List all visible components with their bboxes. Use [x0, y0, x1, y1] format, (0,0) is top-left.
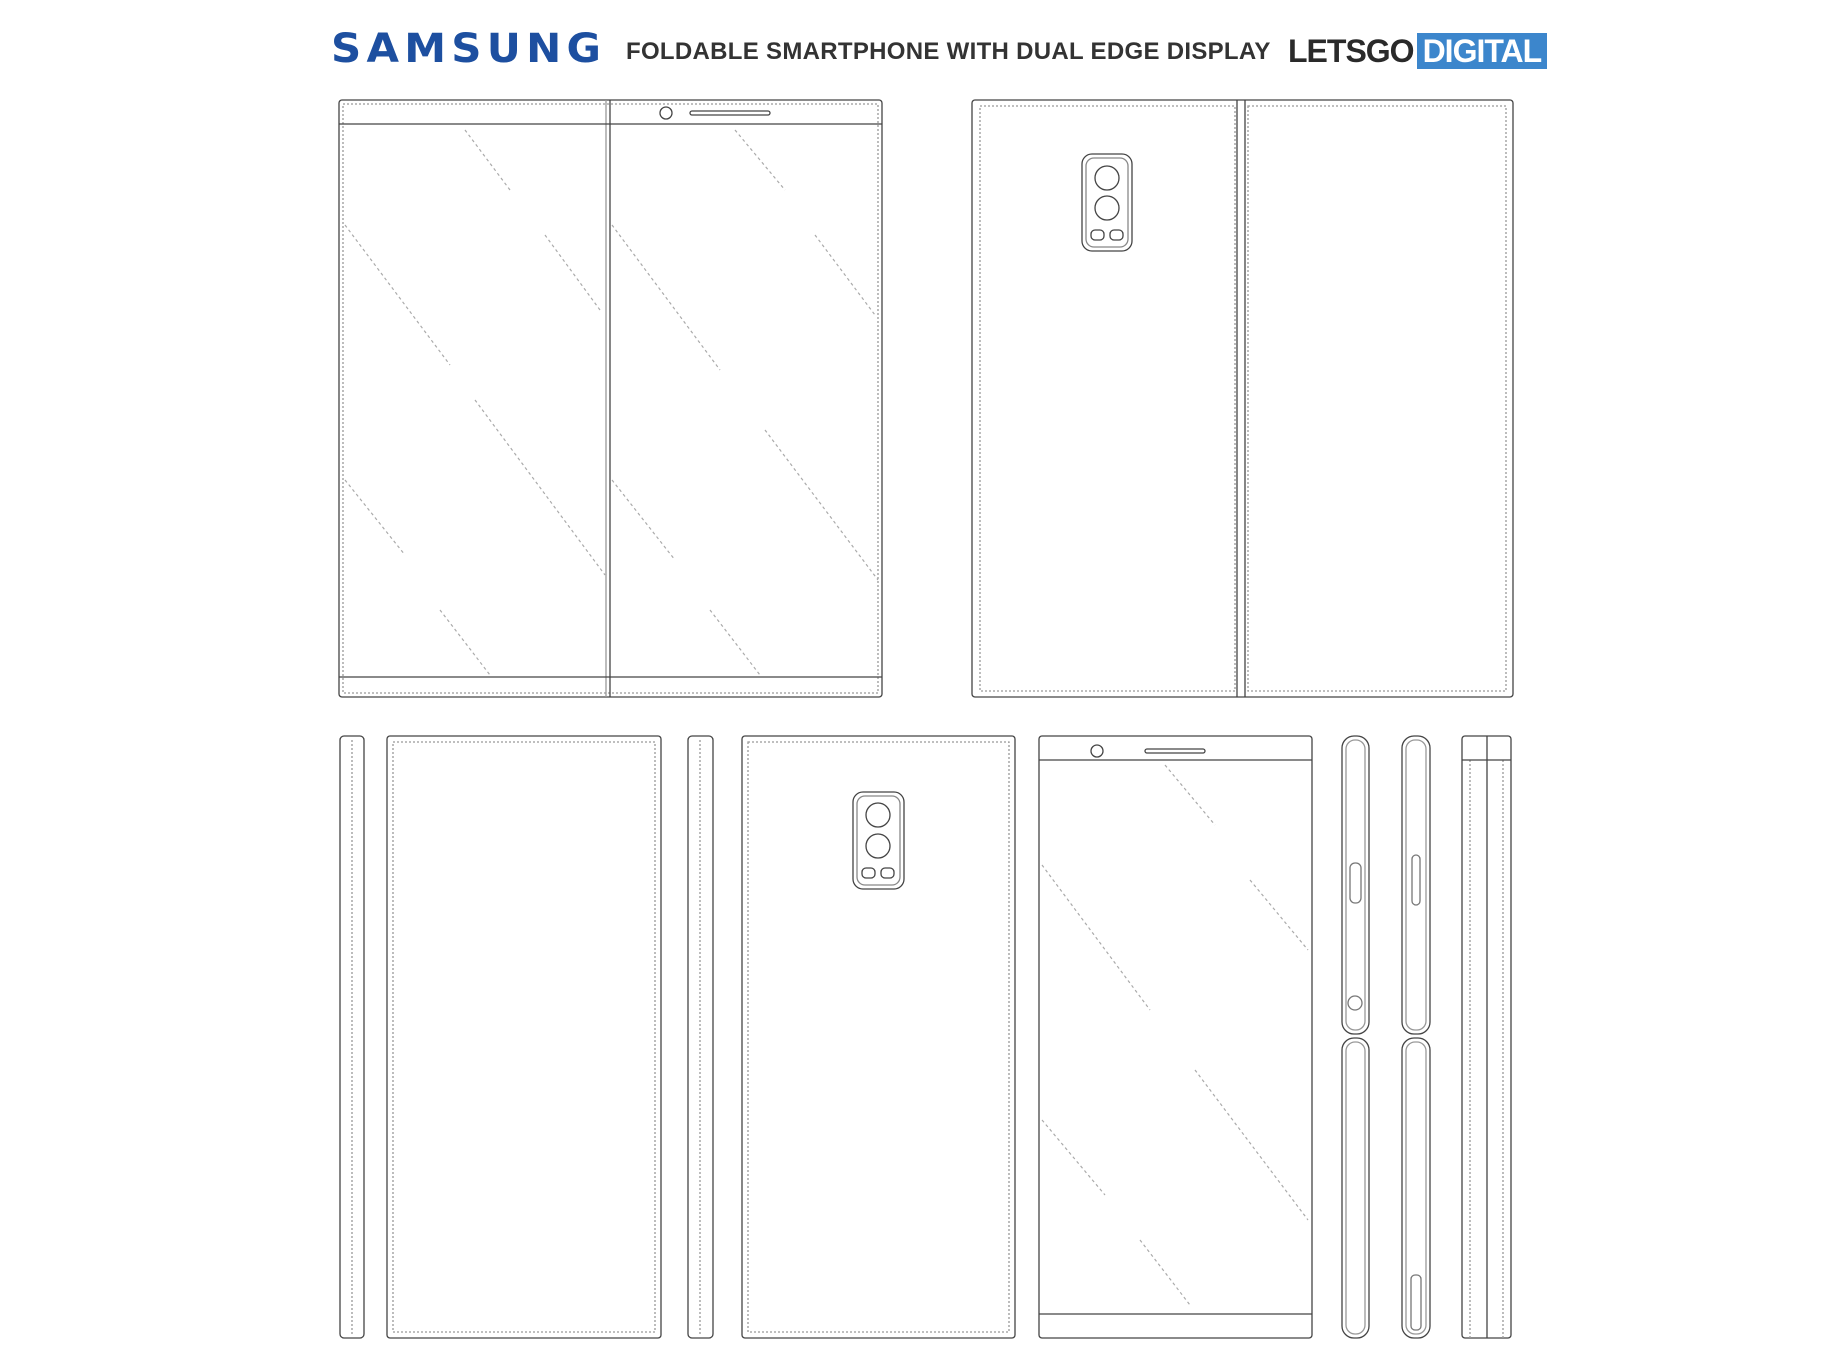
side-view-left	[339, 735, 365, 1339]
screen-reflection-lines	[344, 129, 879, 676]
folded-front-display-view	[1038, 735, 1313, 1339]
letsgodigital-logo: LETSGO DIGITAL	[1288, 33, 1548, 69]
camera-module-icon	[1081, 153, 1133, 252]
samsung-logo: SAMSUNG	[331, 26, 607, 72]
folded-front-blank-view	[386, 735, 662, 1339]
unfolded-front-view	[338, 99, 883, 698]
screen-reflection-lines	[1041, 764, 1309, 1306]
page-title: FOLDABLE SMARTPHONE WITH DUAL EDGE DISPL…	[626, 38, 1271, 65]
logo-part-letsgo: LETSGO	[1288, 33, 1415, 69]
unfolded-back-view	[971, 99, 1514, 698]
side-view-right	[1461, 735, 1512, 1339]
camera-module-icon	[852, 791, 905, 890]
folded-back-camera-view	[741, 735, 1016, 1339]
edge-view-2	[1401, 735, 1431, 1339]
side-view-middle	[687, 735, 714, 1339]
logo-part-digital: DIGITAL	[1416, 33, 1548, 69]
edge-view-1	[1341, 735, 1370, 1339]
